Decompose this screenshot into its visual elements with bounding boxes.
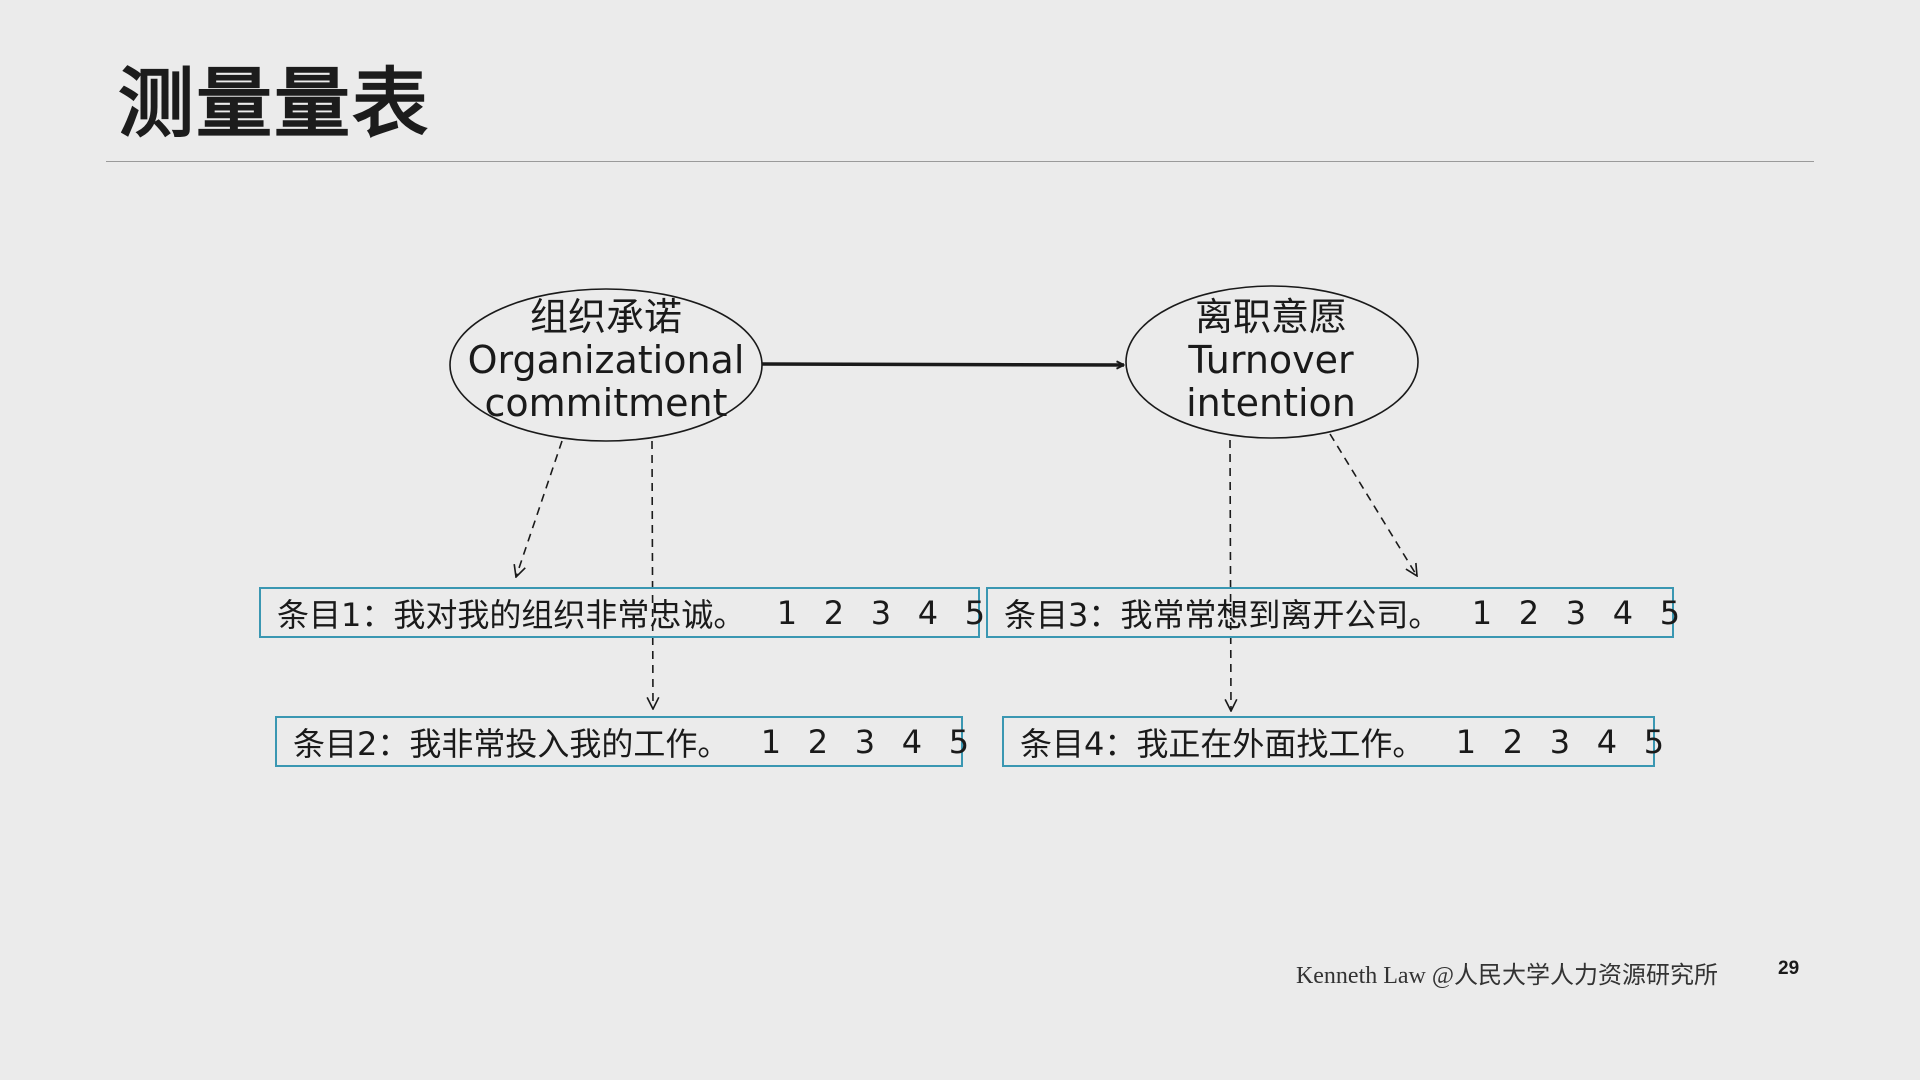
scale-option: 2 [1518,593,1540,632]
item-1-text: 条目1：我对我的组织非常忠诚。 [277,595,746,634]
scale-option: 2 [1502,722,1524,761]
item-2-text: 条目2：我非常投入我的工作。 [293,724,730,763]
scale-option: 5 [1659,593,1681,632]
title-divider [106,161,1814,162]
item-4-text: 条目4：我正在外面找工作。 [1020,724,1425,763]
scale-option: 2 [823,593,845,632]
item-4-box: 条目4：我正在外面找工作。 1 2 3 4 5 [1002,716,1664,767]
scale-option: 5 [1643,722,1665,761]
scale-option: 1 [776,593,798,632]
footer-credit: Kenneth Law @人民大学人力资源研究所 [1295,963,1718,989]
turnover-label-en1: Turnover [1188,338,1354,382]
scale-option: 4 [1612,593,1634,632]
item-4-scale: 1 2 3 4 5 [1442,723,1677,761]
turnover-label-en2: intention [1186,381,1356,425]
commitment-label-cn: 组织承诺 [529,295,682,339]
scale-option: 4 [917,593,939,632]
scale-option: 1 [1471,593,1493,632]
turnover-ellipse [1125,285,1419,439]
scale-option: 1 [1455,722,1477,761]
indicator-arrow-item3 [1329,433,1417,576]
scale-option: 1 [760,722,782,761]
item-2-scale: 1 2 3 4 5 [747,723,982,761]
commitment-label-en2: commitment [484,381,728,425]
indicator-arrow-item4 [1230,439,1231,711]
scale-option: 3 [870,593,892,632]
scale-option: 3 [1549,722,1571,761]
item-1-box: 条目1：我对我的组织非常忠诚。 1 2 3 4 5 [259,587,985,638]
indicator-arrow-item1 [516,440,563,577]
item-2-box: 条目2：我非常投入我的工作。 1 2 3 4 5 [275,716,969,767]
item-3-text: 条目3：我常常想到离开公司。 [1004,595,1441,634]
scale-option: 5 [964,593,986,632]
scale-option: 4 [1596,722,1618,761]
scale-option: 2 [807,722,829,761]
turnover-node-label: 离职意愿 Turnover intention [1121,296,1421,425]
item-3-scale: 1 2 3 4 5 [1458,594,1693,632]
item-1-scale: 1 2 3 4 5 [763,594,998,632]
slide-title: 测量量表 [118,59,430,148]
causal-path-arrow [761,364,1124,365]
scale-option: 3 [1565,593,1587,632]
scale-option: 4 [901,722,923,761]
indicator-arrow-item2 [652,440,653,709]
page-number: 29 [1778,958,1800,979]
item-3-box: 条目3：我常常想到离开公司。 1 2 3 4 5 [986,587,1680,638]
turnover-label-cn: 离职意愿 [1194,295,1347,339]
scale-option: 5 [948,722,970,761]
scale-option: 3 [854,722,876,761]
commitment-label-en1: Organizational [467,338,745,382]
commitment-node-label: 组织承诺 Organizational commitment [456,296,756,425]
